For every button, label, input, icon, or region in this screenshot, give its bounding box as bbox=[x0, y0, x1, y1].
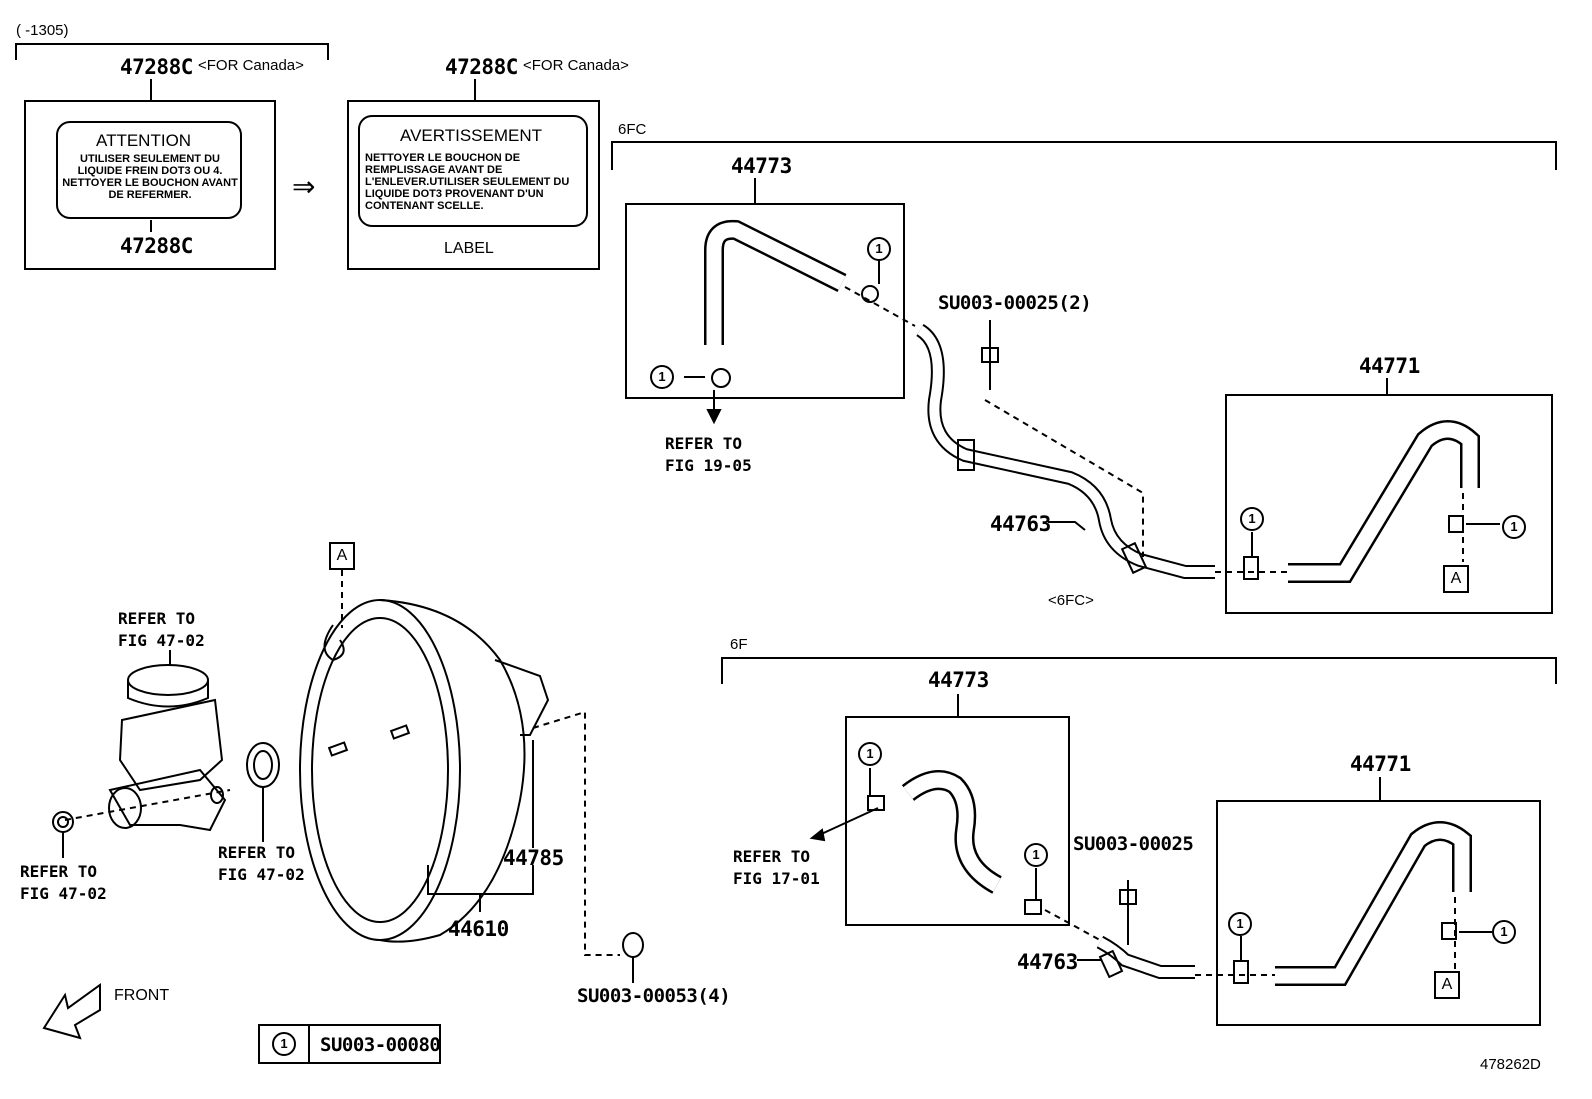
legend-circle: 1 bbox=[272, 1032, 296, 1056]
refer-fig-17-01: REFER TO FIG 17-01 bbox=[733, 847, 820, 888]
front-arrow-icon bbox=[42, 980, 102, 1040]
label-avertissement bbox=[358, 115, 588, 227]
part-44771-6f: 44771 bbox=[1350, 752, 1411, 776]
refer-fig-47-02-nut: REFER TO FIG 47-02 bbox=[20, 862, 107, 903]
hose-44773-frame-6f bbox=[845, 716, 1070, 926]
pipe-44763-6f: 44763 bbox=[1017, 950, 1078, 974]
legend-table: 1 SU003-00080 bbox=[258, 1024, 441, 1064]
label-text-attention: UTILISER SEULEMENT DU LIQUIDE FREIN DOT3… bbox=[62, 153, 238, 201]
label-frame-attention bbox=[24, 100, 276, 270]
clip-callout-2: 1 bbox=[650, 365, 674, 389]
clip-callout-4: 1 bbox=[1502, 515, 1526, 539]
clip-callout-3: 1 bbox=[1240, 507, 1264, 531]
clip-callout-8: 1 bbox=[1492, 920, 1516, 944]
label-attention bbox=[56, 121, 242, 219]
part-44785: 44785 bbox=[503, 846, 564, 870]
bolt-su003-00025: SU003-00025 bbox=[1073, 833, 1194, 855]
legend-part: SU003-00080 bbox=[320, 1034, 441, 1056]
for-canada-note: <FOR Canada> bbox=[198, 57, 304, 74]
for-canada-note-new: <FOR Canada> bbox=[523, 57, 629, 74]
hose-44771-frame-6f bbox=[1216, 800, 1541, 1026]
label-text-avertissement: NETTOYER LE BOUCHON DE REMPLISSAGE AVANT… bbox=[365, 152, 570, 212]
bolt-su003-00025-2: SU003-00025(2) bbox=[938, 292, 1092, 314]
label-title-avertissement: AVERTISSEMENT bbox=[400, 126, 543, 145]
part-44773-6f: 44773 bbox=[928, 668, 989, 692]
label-title-attention: ATTENTION bbox=[96, 131, 192, 150]
illustration-id: 478262D bbox=[1480, 1056, 1541, 1073]
hose-44773-frame-6fc bbox=[625, 203, 905, 399]
marker-a-booster: A bbox=[329, 542, 355, 570]
refer-fig-19-05: REFER TO FIG 19-05 bbox=[665, 434, 752, 475]
part-44773-6fc: 44773 bbox=[731, 154, 792, 178]
clip-callout-6: 1 bbox=[1024, 843, 1048, 867]
legend-num-cell: 1 bbox=[260, 1026, 310, 1062]
variant-note-6fc: <6FC> bbox=[1048, 592, 1094, 609]
date-range: ( -1305) bbox=[16, 22, 69, 39]
marker-a-6fc: A bbox=[1443, 565, 1469, 593]
part-number-47288c: 47288C bbox=[120, 55, 193, 79]
label-part-number: 47288C bbox=[120, 234, 193, 258]
clip-callout-7: 1 bbox=[1228, 912, 1252, 936]
part-44771-6fc: 44771 bbox=[1359, 354, 1420, 378]
front-label: FRONT bbox=[114, 987, 170, 1004]
refer-fig-47-02-seal: REFER TO FIG 47-02 bbox=[218, 843, 305, 884]
pipe-44763-6fc: 44763 bbox=[990, 512, 1051, 536]
label-frame-avertissement bbox=[347, 100, 600, 270]
part-44610: 44610 bbox=[448, 917, 509, 941]
nut-su003-00053-4: SU003-00053(4) bbox=[577, 985, 731, 1007]
hose-44771-frame-6fc bbox=[1225, 394, 1553, 614]
clip-callout-1: 1 bbox=[867, 237, 891, 261]
part-number-47288c-new: 47288C bbox=[445, 55, 518, 79]
marker-a-6f: A bbox=[1434, 971, 1460, 999]
refer-fig-47-02-reservoir: REFER TO FIG 47-02 bbox=[118, 609, 205, 650]
arrow-icon: ⇒ bbox=[292, 171, 316, 202]
variant-tag-6fc: 6FC bbox=[618, 121, 647, 138]
clip-callout-5: 1 bbox=[858, 742, 882, 766]
variant-tag-6f: 6F bbox=[730, 636, 748, 653]
label-caption: LABEL bbox=[444, 240, 494, 257]
